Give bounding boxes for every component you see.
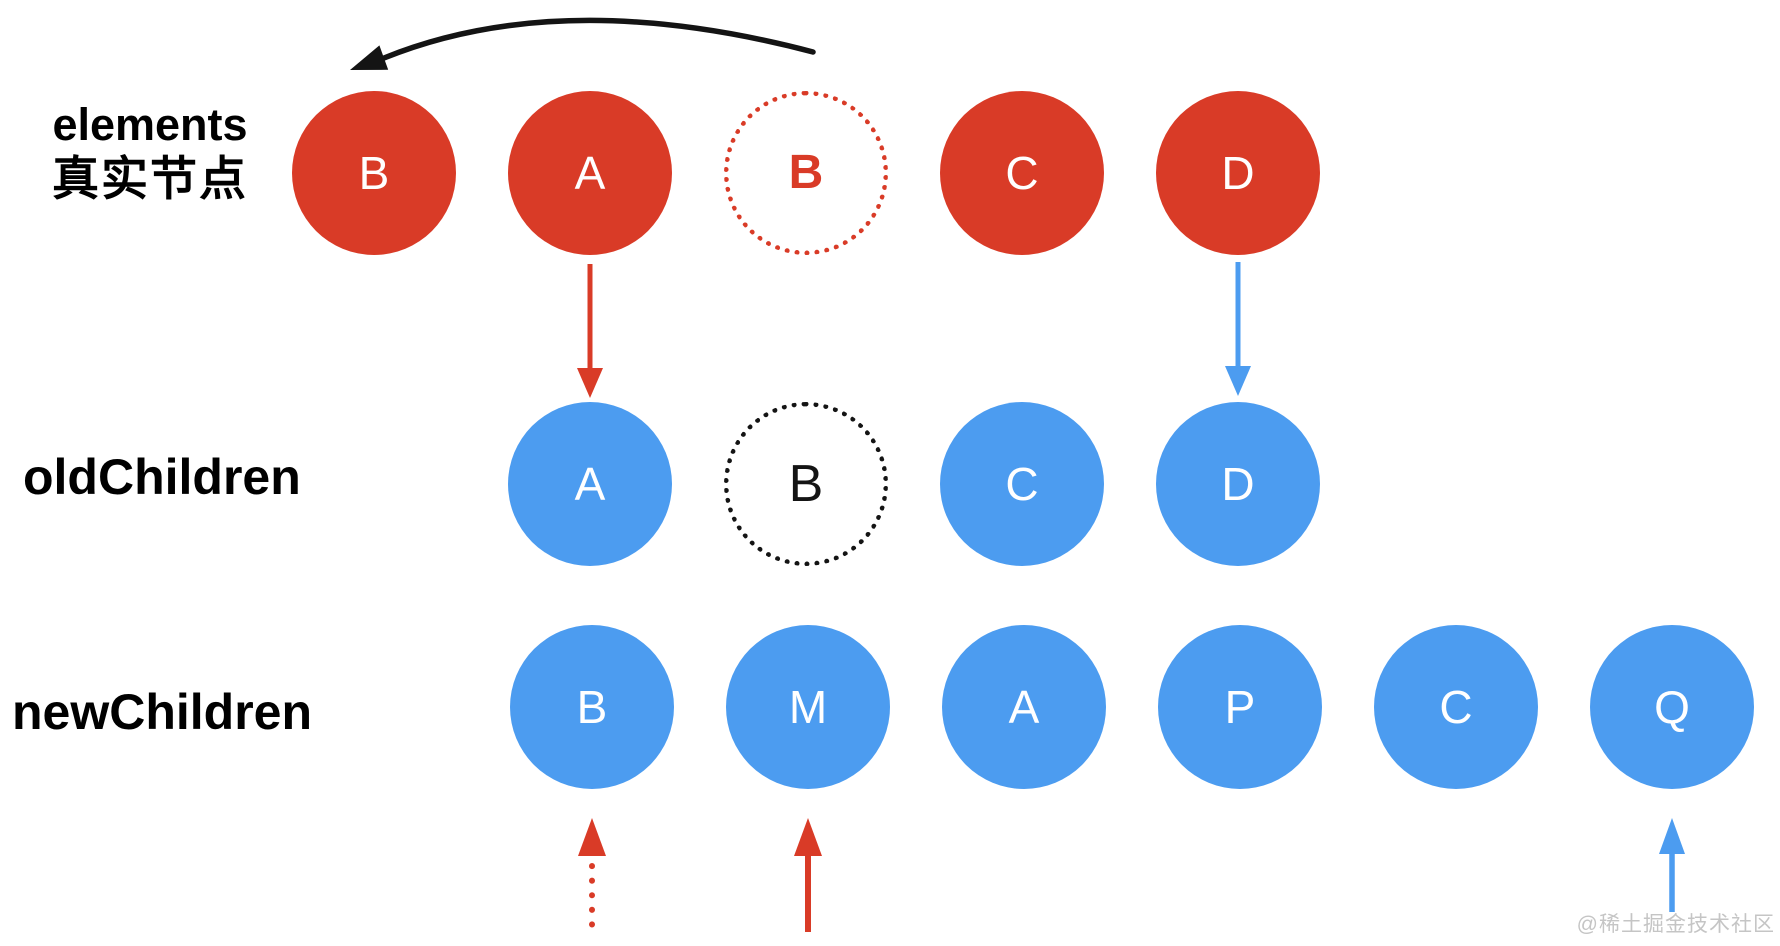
node-letter: D [1221, 458, 1255, 510]
node-oldChildren-c: C [940, 402, 1104, 566]
node-letter: M [788, 681, 828, 733]
node-letter: A [1008, 681, 1040, 733]
node-elements-c: C [940, 91, 1104, 255]
node-newChildren-q: Q [1590, 625, 1754, 789]
row-label-elements-zh: 真实节点 [52, 152, 248, 205]
node-letter: A [574, 147, 606, 199]
row-label-oldchildren: oldChildren [23, 449, 301, 505]
node-newChildren-b: B [510, 625, 674, 789]
node-letter: C [1439, 681, 1473, 733]
new-b-dotted-up-arrow [578, 818, 606, 928]
move-b-to-front-arrow [350, 17, 816, 70]
node-newChildren-a: A [942, 625, 1106, 789]
node-elements-b: B [292, 91, 456, 255]
node-newChildren-c: C [1374, 625, 1538, 789]
node-letter: B [576, 681, 608, 733]
node-oldChildren-d: D [1156, 402, 1320, 566]
node-elements-a: A [508, 91, 672, 255]
node-letter: Q [1654, 681, 1690, 733]
patch-a-down-arrow [577, 264, 603, 398]
node-oldChildren-b: B [724, 402, 888, 566]
row-label-elements-en: elements [52, 99, 248, 150]
row-label-newchildren: newChildren [12, 684, 313, 740]
watermark: @稀土掘金技术社区 [1576, 913, 1775, 936]
node-letter: B [788, 455, 824, 513]
node-letter: A [574, 458, 606, 510]
node-letter: P [1224, 681, 1256, 733]
node-letter: B [788, 146, 824, 199]
node-letter: D [1221, 147, 1255, 199]
node-oldChildren-a: A [508, 402, 672, 566]
node-newChildren-m: M [726, 625, 890, 789]
insert-m-up-arrow [794, 818, 822, 932]
node-letter: C [1005, 458, 1039, 510]
node-elements-d: D [1156, 91, 1320, 255]
node-letter: B [358, 147, 390, 199]
node-newChildren-p: P [1158, 625, 1322, 789]
patch-d-down-arrow [1225, 262, 1251, 396]
row-label-elements: elements 真实节点 [28, 98, 272, 206]
insert-q-up-arrow [1659, 818, 1685, 912]
node-elements-b: B [724, 91, 888, 255]
node-letter: C [1005, 147, 1039, 199]
